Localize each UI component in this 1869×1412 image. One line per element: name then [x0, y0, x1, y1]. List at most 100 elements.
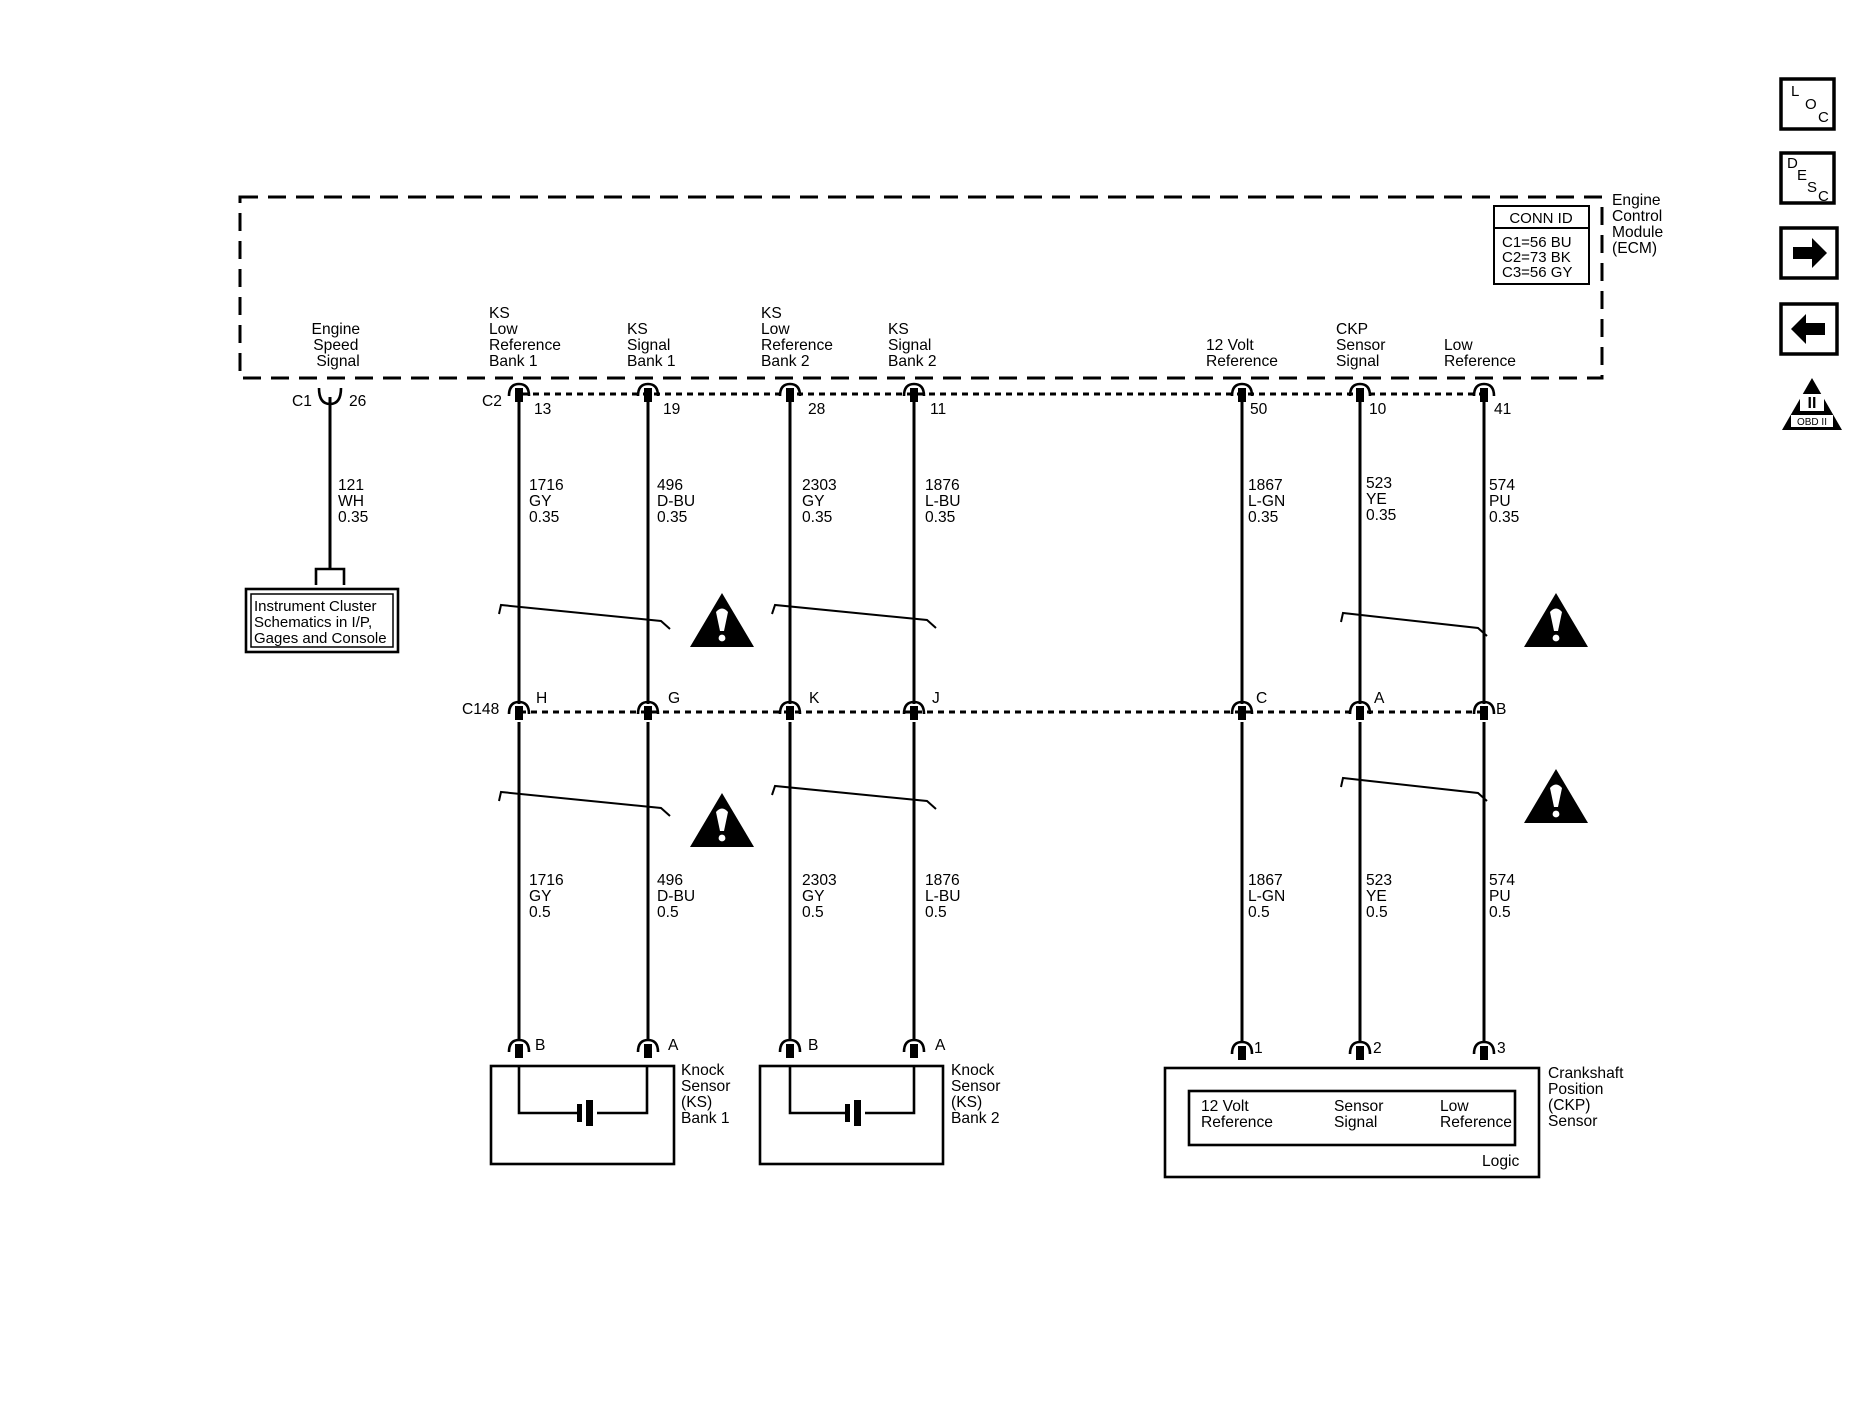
twisted-pair-marker-ks1-lower: [498, 790, 671, 817]
twisted-pair-marker-ks2-lower: [771, 784, 937, 810]
ks2-low-ref-c148-pin: K: [809, 690, 820, 707]
ks2-terminal-a: A: [935, 1037, 946, 1054]
obd-ii-text: OBD II: [1797, 417, 1827, 428]
low-ref-component-terminal: [1472, 1040, 1496, 1062]
ks1-low-ref-function-label: KS Low Reference Bank 1: [489, 305, 565, 370]
ckp-signal-function-label: CKP Sensor Signal: [1336, 321, 1390, 370]
caution-icon-ckp-upper[interactable]: [1524, 593, 1588, 647]
ess-function-label: Engine Speed Signal: [312, 321, 365, 370]
ckp-signal-pin: 10: [1369, 401, 1387, 418]
12v-ref-c148-pin: C: [1256, 690, 1267, 707]
low-ref-pin: 41: [1494, 401, 1511, 418]
ks2-low-ref-pin: 28: [808, 401, 825, 418]
12v-ref-pin: 50: [1250, 401, 1268, 418]
ks2-terminal-b: B: [808, 1037, 818, 1054]
conn-id-c1: C1=56 BU: [1502, 234, 1572, 251]
obd-ii-numeral: II: [1808, 395, 1817, 412]
knock-sensor-bank-2: Knock Sensor (KS) Bank 2: [758, 1062, 1005, 1166]
conn-id-box: CONN ID C1=56 BU C2=73 BK C3=56 GY: [1493, 205, 1590, 285]
loc-letter-c: C: [1818, 109, 1829, 126]
ckp-inner-12v-reference: 12 Volt Reference: [1201, 1098, 1273, 1131]
obd-ii-button[interactable]: II OBD II: [1782, 378, 1842, 430]
caution-icon-ks1-upper[interactable]: [690, 593, 754, 647]
caution-icon-ckp-lower[interactable]: [1524, 769, 1588, 823]
description-button[interactable]: D E S C: [1779, 151, 1836, 205]
ckp-terminal-2: 2: [1373, 1040, 1382, 1057]
ckp-logic-label: Logic: [1482, 1153, 1519, 1170]
ckp-inner-sensor-signal: Sensor Signal: [1334, 1098, 1388, 1131]
ks2-low-ref-function-label: KS Low Reference Bank 2: [761, 305, 837, 370]
next-page-button[interactable]: [1779, 226, 1839, 280]
ckp-signal-c148-pin: A: [1374, 690, 1385, 707]
desc-letter-e: E: [1797, 167, 1807, 184]
ckp-signal-component-terminal: [1348, 1040, 1372, 1062]
ckp-inner-low-reference: Low Reference: [1440, 1098, 1512, 1131]
circuit-ess: 26 121 WH 0.35: [314, 387, 369, 585]
ks1-low-ref-c148-pin: H: [536, 690, 547, 707]
ks2-low-ref-component-terminal: [778, 1038, 802, 1060]
ckp-sensor: 12 Volt Reference Sensor Signal Low Refe…: [1163, 1065, 1628, 1179]
ks2-signal-component-terminal: [902, 1038, 926, 1060]
twisted-pair-marker-ckp-upper: [1340, 611, 1488, 637]
conn-id-c3: C3=56 GY: [1502, 264, 1572, 281]
arrow-right-icon: [1793, 238, 1827, 268]
wire-runs: [507, 382, 1496, 1062]
desc-letter-s: S: [1807, 179, 1817, 196]
conn-id-title: CONN ID: [1509, 210, 1573, 227]
twisted-pair-marker-ckp-lower: [1340, 776, 1488, 802]
ks2-signal-pin: 11: [930, 401, 946, 418]
ckp-sensor-name: Crankshaft Position (CKP) Sensor: [1548, 1065, 1628, 1130]
ecm-name: Engine Control Module (ECM): [1612, 192, 1668, 257]
ckp-terminal-3: 3: [1497, 1040, 1506, 1057]
ecm-outline: [238, 195, 1604, 380]
ks2-signal-function-label: KS Signal Bank 2: [888, 321, 937, 370]
12v-ref-component-terminal: [1230, 1040, 1254, 1062]
ks1-terminal-b: B: [535, 1037, 545, 1054]
ckp-terminal-1: 1: [1254, 1040, 1263, 1057]
desc-letter-d: D: [1787, 155, 1798, 172]
ks1-low-ref-component-terminal: [507, 1038, 531, 1060]
twisted-pair-marker-ks1-upper: [498, 603, 671, 630]
ks1-signal-pin: 19: [663, 401, 680, 418]
conn-id-c2: C2=73 BK: [1502, 249, 1571, 266]
low-ref-c148-pin: B: [1496, 701, 1506, 718]
12v-ref-function-label: 12 Volt Reference: [1206, 337, 1278, 370]
ks1-low-ref-pin: 13: [534, 401, 551, 418]
knock-sensor-bank-2-label: Knock Sensor (KS) Bank 2: [951, 1062, 1005, 1127]
arrow-left-icon: [1791, 314, 1825, 344]
low-ref-function-label: Low Reference: [1444, 337, 1516, 370]
location-button[interactable]: L O C: [1779, 77, 1836, 131]
c1-label: C1: [292, 393, 312, 410]
ess-wire-label: 121 WH 0.35: [338, 477, 369, 526]
caution-icon-ks1-lower[interactable]: [690, 793, 754, 847]
instrument-cluster-text: Instrument Cluster Schematics in I/P, Ga…: [254, 598, 387, 647]
ks1-signal-function-label: KS Signal Bank 1: [627, 321, 676, 370]
c148-label: C148: [462, 701, 499, 718]
previous-page-button[interactable]: [1779, 302, 1839, 356]
knock-sensor-bank-1: Knock Sensor (KS) Bank 1: [489, 1062, 735, 1166]
loc-letter-o: O: [1805, 96, 1817, 113]
ks2-signal-c148-pin: J: [932, 690, 940, 707]
knock-sensor-bank-1-label: Knock Sensor (KS) Bank 1: [681, 1062, 735, 1127]
ks1-signal-component-terminal: [636, 1038, 660, 1060]
instrument-cluster-reference[interactable]: Instrument Cluster Schematics in I/P, Ga…: [244, 587, 400, 654]
low-ref-ecm-terminal: [1472, 382, 1496, 404]
ess-pin: 26: [349, 393, 366, 410]
desc-letter-c: C: [1818, 188, 1829, 205]
c2-label: C2: [482, 393, 502, 410]
